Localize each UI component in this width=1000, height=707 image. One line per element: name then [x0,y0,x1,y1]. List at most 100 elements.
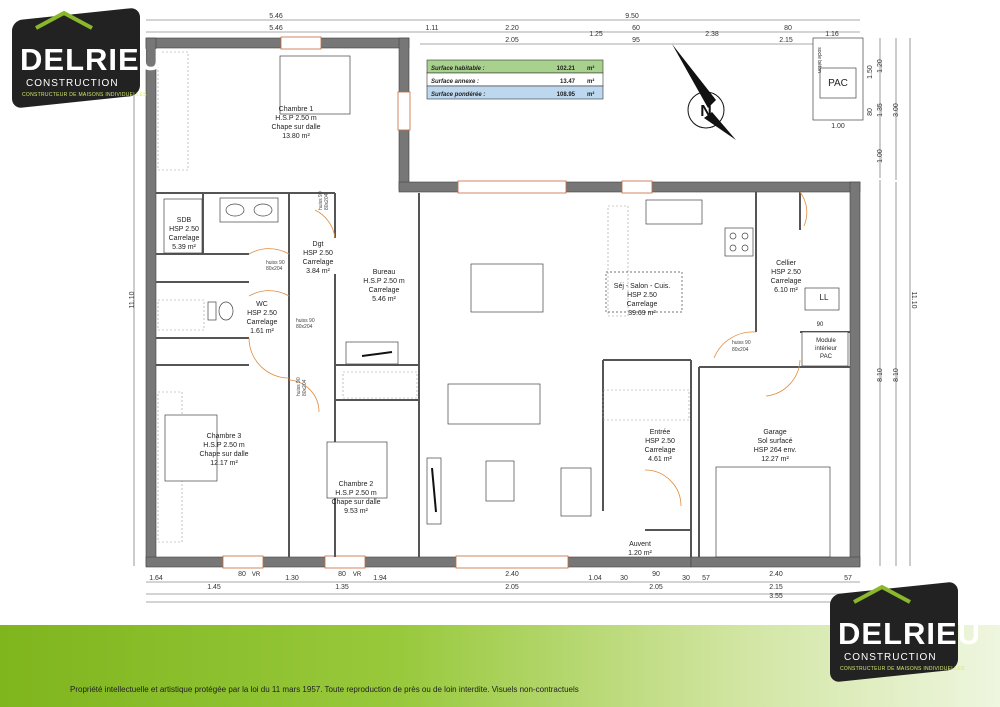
surface-label-annexe: Surface annexe : [431,79,479,85]
north-arrow-icon: N [672,44,736,140]
logo-tag: CONSTRUCTEUR DE MAISONS INDIVIDUELLES [22,92,147,98]
svg-text:Bureau: Bureau [373,269,396,276]
room-sejour: Séj - Salon - Cuis. HSP 2.50 Carrelage 3… [614,283,670,317]
surface-unit-habitable: m² [587,65,594,72]
room-cellier: Cellier HSP 2.50 Carrelage 6.10 m² [771,260,802,294]
svg-text:Carrelage: Carrelage [303,259,334,266]
ll-label: LL [820,293,829,302]
door-notes: huiss 90 80x204 huiss 90 80x204 huiss 90… [266,191,751,396]
room-bureau: Bureau H.S.P 2.50 m Carrelage 5.46 m² [363,269,405,303]
desk [345,341,399,365]
svg-text:9.53 m²: 9.53 m² [344,508,368,515]
footer-copyright: Propriété intellectuelle et artistique p… [70,685,579,694]
svg-text:6.10 m²: 6.10 m² [774,287,798,294]
dim-bot-5: 1.94 [373,575,387,582]
vr-label-1: VR [252,572,261,578]
dim-top-1: 5.46 [269,13,283,20]
dim-top3-2: 95 [632,37,640,44]
svg-text:Chambre 3: Chambre 3 [207,433,242,440]
svg-text:Chambre 2: Chambre 2 [339,481,374,488]
dimension-lines [133,19,911,603]
svg-text:80x204: 80x204 [732,347,749,353]
svg-text:39.69 m²: 39.69 m² [628,310,656,317]
svg-text:N: N [700,103,712,120]
svg-text:Carrelage: Carrelage [169,235,200,242]
coffee-table [485,460,515,502]
door-swings [248,191,808,507]
svg-text:80x204: 80x204 [296,324,313,330]
svg-text:80x204: 80x204 [302,379,308,396]
svg-text:HSP 2.50: HSP 2.50 [247,310,277,317]
svg-text:Carrelage: Carrelage [369,287,400,294]
dim-right-2: 8.10 [877,368,884,382]
dim-top-2: 9.50 [625,13,639,20]
dim-bot-13: 57 [844,575,852,582]
svg-text:HSP 2.50: HSP 2.50 [645,438,675,445]
logo-sub: CONSTRUCTION [844,652,937,663]
dim-top3-3: 2.15 [779,37,793,44]
svg-text:80x204: 80x204 [324,193,330,210]
room-wc: WC HSP 2.50 Carrelage 1.61 m² [247,301,278,335]
svg-text:Chape sur dalle: Chape sur dalle [331,499,380,506]
dining-table [470,263,544,313]
svg-text:3.84 m²: 3.84 m² [306,268,330,275]
furniture [163,37,864,558]
roof-icon [853,584,911,604]
dim-bot-11: 57 [702,575,710,582]
dim-right-6: 1.20 [877,59,884,73]
dim-right-8: 80 [867,108,874,116]
dim-right-3: 8.10 [893,368,900,382]
svg-text:huiss 90: huiss 90 [318,191,324,210]
windows [222,36,653,569]
washing-machine [804,287,840,311]
svg-text:HSP 2.50: HSP 2.50 [627,292,657,299]
pac-label: PAC [828,78,848,89]
svg-text:1.20 m²: 1.20 m² [628,550,652,557]
brand-logo-top: DELRIEU CONSTRUCTION CONSTRUCTEUR DE MAI… [12,7,162,109]
dim-bot-6: 2.40 [505,571,519,578]
surface-table: Surface habitable : 102.21 m² Surface an… [426,59,604,100]
svg-text:12.17 m²: 12.17 m² [210,460,238,467]
dim-bot-12: 2.40 [769,571,783,578]
surface-value-habitable: 102.21 [557,66,576,72]
svg-text:HSP 2.50: HSP 2.50 [169,226,199,233]
dim-bot-3: 1.30 [285,575,299,582]
svg-text:Garage: Garage [763,429,786,436]
room-chambre3: Chambre 3 H.S.P 2.50 m Chape sur dalle 1… [199,433,248,467]
svg-text:5.46 m²: 5.46 m² [372,296,396,303]
dim-top2-8: 1.16 [825,31,839,38]
dim-bot-10: 30 [682,575,690,582]
svg-text:Carrelage: Carrelage [645,447,676,454]
island [605,271,683,313]
dim-right-4: 3.00 [893,103,900,117]
dim-bot2-1: 1.45 [207,584,221,591]
svg-text:Entrée: Entrée [650,429,671,436]
bed-chambre3 [164,414,218,482]
brand-logo-bottom: DELRIEU CONSTRUCTION CONSTRUCTEUR DE MAI… [830,581,980,683]
room-dgt: Dgt HSP 2.50 Carrelage 3.84 m² [303,241,334,275]
dim-bot-7: 1.04 [588,575,602,582]
surface-unit-annexe: m² [587,78,594,85]
svg-text:huiss 90: huiss 90 [296,318,315,324]
dim-top2-5: 1.25 [589,31,603,38]
svg-text:huiss 90: huiss 90 [266,260,285,266]
floor-plan: 5.46 9.50 5.46 1.11 2.20 60 1.25 2.38 80… [129,13,917,603]
svg-text:Chape sur dalle: Chape sur dalle [199,451,248,458]
room-chambre1: Chambre 1 H.S.P 2.50 m Chape sur dalle 1… [271,106,320,140]
dim-bot-9: 90 [652,571,660,578]
dim-bot-8: 30 [620,575,628,582]
dim-bot2-3: 2.05 [505,584,519,591]
dim-right-7: 1.00 [877,149,884,163]
dim-left: 11.10 [129,291,136,308]
dim-top2-1: 5.46 [269,25,283,32]
pac-unit [819,67,857,99]
module-label-2: intérieur [815,346,837,352]
dim-top2-3: 2.20 [505,25,519,32]
svg-text:H.S.P 2.50 m: H.S.P 2.50 m [335,490,377,497]
svg-text:H.S.P 2.50 m: H.S.P 2.50 m [203,442,245,449]
dim-top2-6: 2.38 [705,31,719,38]
room-auvent: Auvent 1.20 m² [628,541,652,557]
module-label-3: PAC [820,354,833,360]
dim-top2-2: 1.11 [425,25,438,32]
sofa [447,383,541,425]
